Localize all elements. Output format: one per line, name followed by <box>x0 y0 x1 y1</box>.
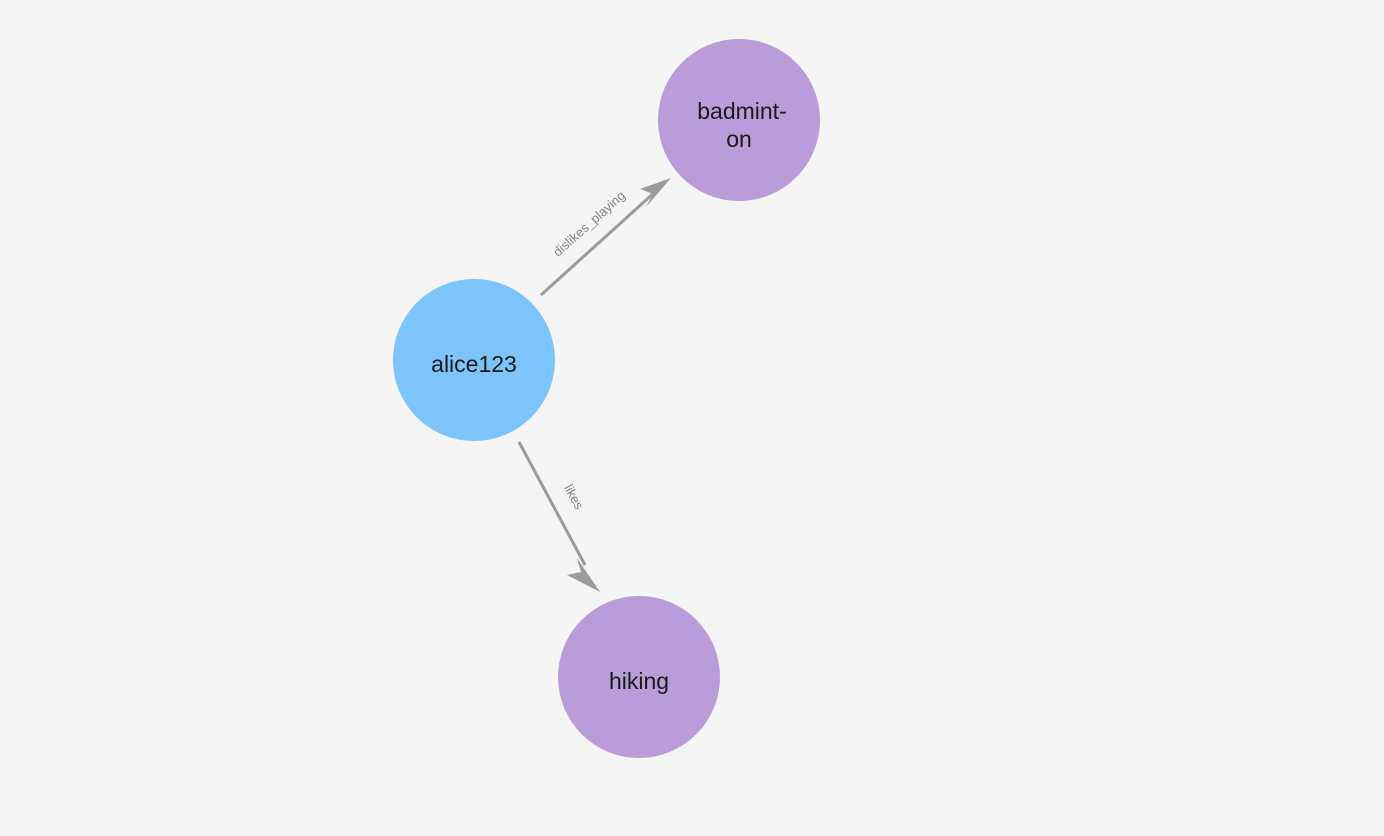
node-circle-badminton[interactable] <box>658 39 820 201</box>
node-label-alice123: alice123 <box>431 351 517 377</box>
node-label-badminton-line2: on <box>726 126 752 152</box>
edge-line-dislikes-playing[interactable] <box>539 190 657 297</box>
node-circle-alice123[interactable] <box>393 279 555 441</box>
edge-likes[interactable]: likes <box>517 441 600 592</box>
node-label-hiking: hiking <box>609 668 669 694</box>
node-alice123[interactable]: alice123 <box>393 279 555 441</box>
node-hiking[interactable]: hiking <box>558 596 720 758</box>
node-badminton[interactable]: badmint- on <box>658 39 820 201</box>
arrowhead-likes <box>567 558 600 592</box>
arrowhead-dislikes-playing <box>640 178 671 207</box>
edge-label-dislikes-playing: dislikes_playing <box>550 188 628 260</box>
nodes-layer: alice123 badmint- on hiking <box>393 39 820 758</box>
node-label-badminton-line1: badmint- <box>697 98 786 124</box>
node-circle-hiking[interactable] <box>558 596 720 758</box>
edge-dislikes-playing[interactable]: dislikes_playing <box>539 178 671 297</box>
edge-line-likes[interactable] <box>517 441 587 566</box>
edge-label-likes: likes <box>561 482 587 512</box>
